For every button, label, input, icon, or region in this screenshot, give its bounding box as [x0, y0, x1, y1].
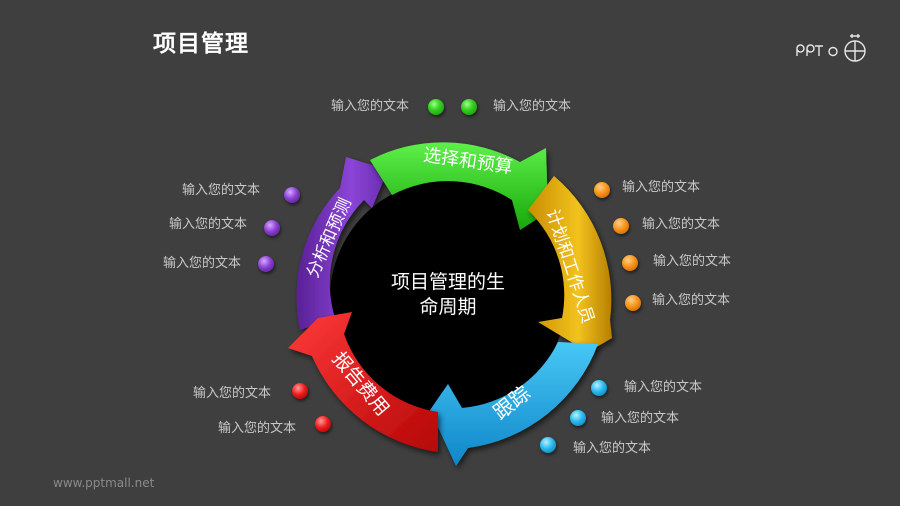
segment-analyze-arrow: [296, 157, 388, 330]
report-bullet-dot: [315, 416, 331, 432]
analyze-bullet-dot: [284, 187, 300, 203]
plan-bullet-dot: [594, 182, 610, 198]
report-bullet-dot: [292, 383, 308, 399]
plan-bullet-dot: [622, 255, 638, 271]
center-title-line1: 项目管理的生: [390, 271, 505, 293]
pptmall-logo-icon: [796, 34, 866, 62]
center-title-line2: 命周期: [419, 296, 477, 318]
footer-url: www.pptmall.net: [53, 476, 155, 490]
select-bullet-text: 输入您的文本: [493, 99, 572, 114]
segment-report-arrow: [288, 312, 438, 452]
track-bullet-dot: [591, 380, 607, 396]
plan-bullet-text: 输入您的文本: [653, 254, 732, 269]
center-circle: [330, 180, 566, 416]
select-bullet-text: 输入您的文本: [331, 99, 410, 114]
analyze-bullet-dot: [264, 220, 280, 236]
segment-plan-arrow: [528, 176, 612, 352]
page-title: 项目管理: [153, 31, 249, 57]
report-bullet-text: 输入您的文本: [193, 386, 272, 401]
segment-select-arrow: [370, 142, 548, 230]
report-bullet-text: 输入您的文本: [218, 421, 297, 436]
analyze-bullet-text: 输入您的文本: [163, 256, 242, 271]
track-bullet-text: 输入您的文本: [601, 411, 680, 426]
analyze-bullet-text: 输入您的文本: [182, 183, 261, 198]
analyze-bullet-dot: [258, 256, 274, 272]
select-bullet-dot: [461, 99, 477, 115]
track-bullet-dot: [570, 410, 586, 426]
plan-bullet-text: 输入您的文本: [622, 180, 701, 195]
track-bullet-text: 输入您的文本: [624, 380, 703, 395]
plan-bullet-dot: [613, 218, 629, 234]
plan-bullet-dot: [625, 295, 641, 311]
plan-bullet-text: 输入您的文本: [642, 217, 721, 232]
center-title: 项目管理的生 命周期: [368, 270, 528, 320]
segment-track-arrow: [430, 342, 598, 466]
track-bullet-dot: [540, 437, 556, 453]
plan-bullet-text: 输入您的文本: [652, 293, 731, 308]
select-bullet-dot: [428, 99, 444, 115]
track-bullet-text: 输入您的文本: [573, 441, 652, 456]
analyze-bullet-text: 输入您的文本: [169, 217, 248, 232]
